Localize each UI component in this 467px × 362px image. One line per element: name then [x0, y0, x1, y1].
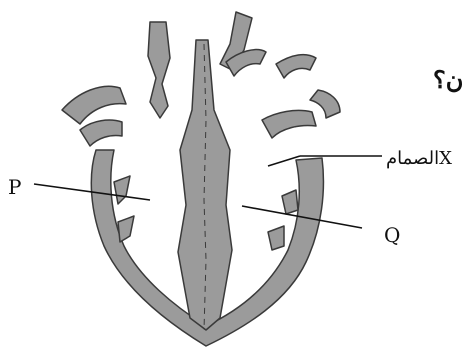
valve-flap-left-2 [118, 216, 134, 242]
pulmonary-vein-right-lower [310, 90, 340, 118]
vessel-left-upper [148, 22, 170, 118]
label-x-valve: الصمامX [386, 150, 452, 168]
label-p: P [8, 177, 21, 197]
label-x-arabic: الصمام [386, 148, 439, 169]
question-fragment: ن؟ [433, 68, 463, 92]
vessel-left-lower [62, 86, 126, 124]
label-q: Q [384, 225, 400, 245]
valve-flap-right [282, 190, 298, 214]
pulmonary-vein-right [276, 55, 316, 78]
atrial-wall-right [262, 110, 316, 138]
atrial-wall-left [80, 120, 122, 146]
label-x-letter: X [439, 148, 452, 169]
valve-flap-right-2 [268, 226, 284, 250]
leader-line-x [268, 156, 300, 166]
valve-flap-left [114, 176, 130, 204]
